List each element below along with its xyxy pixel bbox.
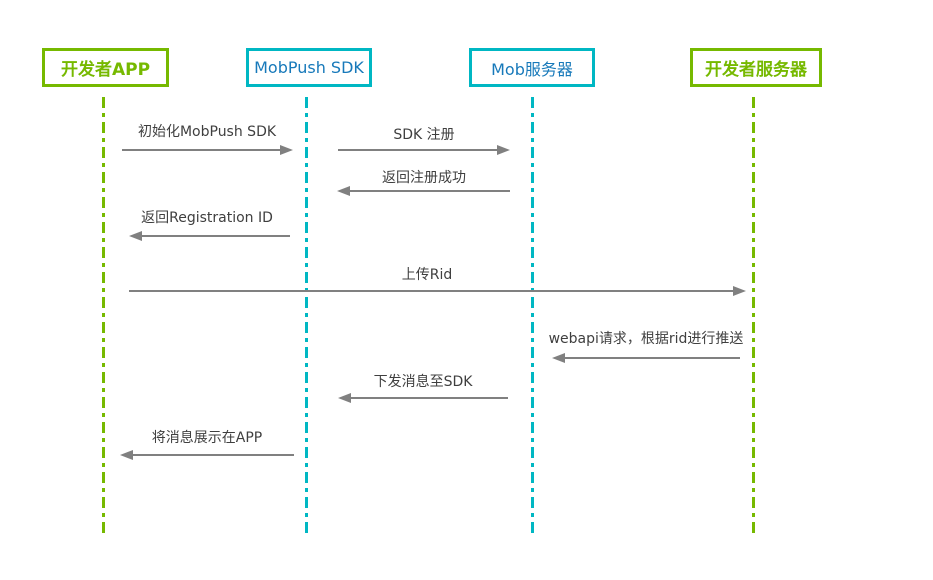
- participant-box-developer-app: 开发者APP: [42, 48, 169, 87]
- message-label: webapi请求，根据rid进行推送: [548, 331, 744, 347]
- participant-label: 开发者服务器: [705, 60, 807, 80]
- message-label: 返回Registration ID: [141, 210, 273, 226]
- message-arrow-deliver-to-sdk: [338, 393, 508, 403]
- arrowhead-left-icon: [129, 231, 142, 241]
- arrowhead-right-icon: [280, 145, 293, 155]
- arrow-line: [561, 357, 740, 359]
- arrow-line: [138, 235, 290, 237]
- arrowhead-left-icon: [552, 353, 565, 363]
- arrowhead-left-icon: [337, 186, 350, 196]
- message-label: 上传Rid: [401, 267, 453, 283]
- arrowhead-left-icon: [120, 450, 133, 460]
- participant-label: MobPush SDK: [254, 58, 364, 77]
- lifeline-developer-server: [752, 97, 755, 533]
- message-arrow-sdk-register: [338, 145, 510, 155]
- arrow-line: [346, 190, 510, 192]
- participant-label: Mob服务器: [491, 59, 573, 79]
- arrow-line: [129, 454, 294, 456]
- message-label: SDK 注册: [393, 127, 455, 143]
- message-label: 下发消息至SDK: [373, 374, 473, 390]
- message-arrow-init-sdk: [122, 145, 293, 155]
- arrow-line: [338, 149, 501, 151]
- message-arrow-return-rid: [129, 231, 290, 241]
- arrowhead-left-icon: [338, 393, 351, 403]
- arrow-line: [347, 397, 508, 399]
- arrowhead-right-icon: [497, 145, 510, 155]
- lifeline-mobpush-sdk: [305, 97, 308, 533]
- message-arrow-webapi-request: [552, 353, 740, 363]
- message-label: 返回注册成功: [382, 170, 466, 186]
- arrow-line: [122, 149, 284, 151]
- participant-box-mob-server: Mob服务器: [469, 48, 595, 87]
- message-label: 初始化MobPush SDK: [137, 124, 277, 140]
- lifeline-mob-server: [531, 97, 534, 533]
- participant-label: 开发者APP: [60, 60, 151, 80]
- participant-box-mobpush-sdk: MobPush SDK: [246, 48, 372, 87]
- lifeline-developer-app: [102, 97, 105, 533]
- message-label: 将消息展示在APP: [151, 430, 263, 446]
- message-arrow-upload-rid: [129, 286, 746, 296]
- message-arrow-show-in-app: [120, 450, 294, 460]
- arrow-line: [129, 290, 737, 292]
- arrowhead-right-icon: [733, 286, 746, 296]
- message-arrow-register-success: [337, 186, 510, 196]
- participant-box-developer-server: 开发者服务器: [690, 48, 822, 87]
